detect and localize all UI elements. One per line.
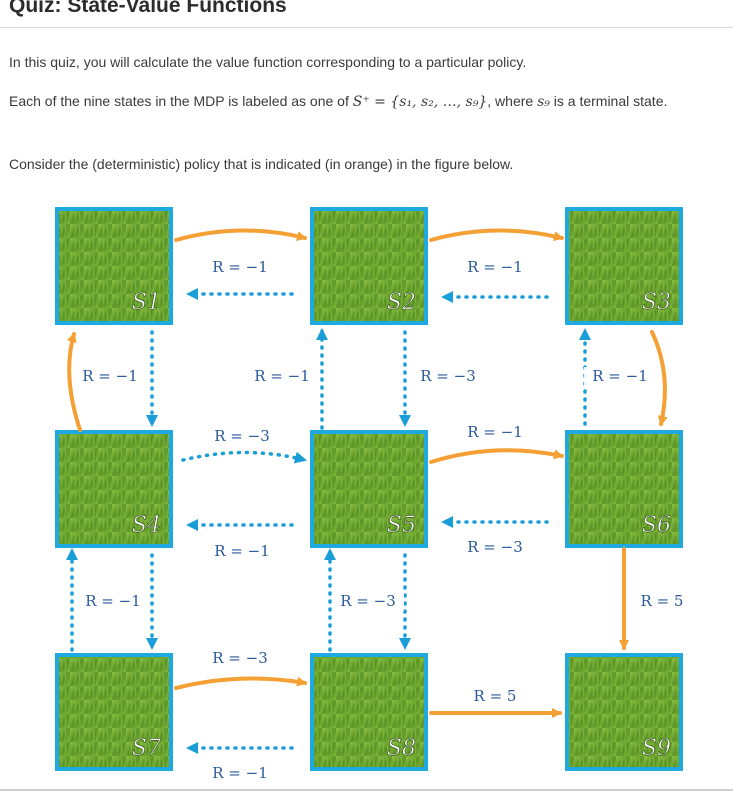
- states-text-mid: , where: [487, 93, 534, 109]
- title-divider: [0, 27, 733, 28]
- state-cell-s6: S6: [565, 430, 683, 548]
- state-label: S7: [132, 736, 161, 761]
- reward-label: R = 5: [474, 687, 517, 705]
- reward-label-bg: [412, 367, 484, 386]
- state-label: S6: [642, 513, 671, 538]
- reward-label-bg: [626, 592, 698, 611]
- reward-label: R = −3: [340, 592, 396, 610]
- reward-label: R = −3: [467, 538, 523, 556]
- reward-label-bg: [459, 258, 531, 277]
- grass-image: [569, 434, 679, 544]
- reward-label-bg: [204, 764, 276, 783]
- state-cell-s7: S7: [55, 653, 173, 771]
- reward-label: R = −1: [254, 367, 310, 385]
- reward-label-bg: [77, 592, 149, 611]
- grass-image: [569, 211, 679, 321]
- reward-label: R = −3: [214, 427, 270, 445]
- state-label: S4: [132, 513, 161, 538]
- grass-image: [59, 657, 169, 767]
- reward-label: R = −1: [214, 542, 270, 560]
- grass-image: [569, 657, 679, 767]
- reward-label-bg: [459, 423, 531, 442]
- state-label: S1: [132, 290, 161, 315]
- grass-image: [59, 211, 169, 321]
- state-label: S3: [642, 290, 671, 315]
- states-text-pre: Each of the nine states in the MDP is la…: [9, 93, 349, 109]
- reward-label-bg: [74, 367, 146, 386]
- arrow-s7-to-s8-policy: [174, 676, 307, 690]
- grass-image: [314, 657, 424, 767]
- grass-image: [314, 211, 424, 321]
- page-title: Quiz: State-Value Functions: [9, 0, 287, 17]
- reward-label-bg: [206, 427, 278, 446]
- state-cell-s5: S5: [310, 430, 428, 548]
- reward-label: R = 5: [641, 592, 684, 610]
- intro-paragraph: In this quiz, you will calculate the val…: [9, 54, 527, 70]
- state-cell-s9: S9: [565, 653, 683, 771]
- state-cell-s1: S1: [55, 207, 173, 325]
- state-label: S8: [387, 736, 416, 761]
- reward-label: R = −1: [592, 367, 648, 385]
- reward-label-bg: [584, 367, 656, 386]
- bottom-divider: [0, 789, 733, 791]
- reward-label-bg: [206, 542, 278, 561]
- arrow-s1-to-s2-policy: [174, 228, 307, 242]
- states-paragraph: Each of the nine states in the MDP is la…: [9, 91, 729, 113]
- arrow-s3-to-s6-policy: [650, 330, 668, 426]
- arrow-s4-to-s5: [181, 450, 307, 464]
- state-cell-s3: S3: [565, 207, 683, 325]
- reward-label: R = −1: [82, 367, 138, 385]
- reward-label-bg: [204, 258, 276, 277]
- state-cell-s2: S2: [310, 207, 428, 325]
- reward-label: R = −1: [467, 258, 523, 276]
- grass-image: [59, 434, 169, 544]
- reward-label-bg: [332, 592, 404, 611]
- reward-label-bg: [459, 538, 531, 557]
- state-label: S5: [387, 513, 416, 538]
- grass-image: [314, 434, 424, 544]
- reward-label: R = −1: [85, 592, 141, 610]
- arrow-s5-to-s6-policy: [429, 448, 564, 464]
- states-text-post: is a terminal state.: [553, 93, 668, 109]
- state-cell-s8: S8: [310, 653, 428, 771]
- terminal-state-math: s₉: [537, 94, 550, 110]
- reward-label-bg: [459, 687, 531, 706]
- reward-label: R = −1: [212, 764, 268, 782]
- reward-label-bg: [246, 367, 318, 386]
- reward-label: R = −1: [212, 258, 268, 276]
- reward-label: R = −3: [212, 649, 268, 667]
- state-label: S2: [387, 290, 416, 315]
- arrow-s4-to-s1-policy: [66, 332, 82, 432]
- state-set-math: S⁺ = {s₁, s₂, …, s₉}: [352, 94, 488, 110]
- arrow-s2-to-s3-policy: [429, 228, 564, 242]
- reward-label: R = −1: [467, 423, 523, 441]
- reward-label-bg: [204, 649, 276, 668]
- reward-label: R = −3: [420, 367, 476, 385]
- consider-paragraph: Consider the (deterministic) policy that…: [9, 156, 514, 172]
- state-label: S9: [642, 736, 671, 761]
- state-cell-s4: S4: [55, 430, 173, 548]
